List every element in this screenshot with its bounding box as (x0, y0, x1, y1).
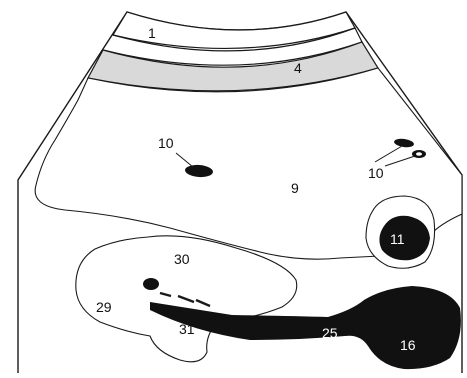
label-30: 30 (174, 251, 190, 267)
label-9: 9 (291, 180, 299, 196)
label-25: 25 (322, 325, 338, 341)
label-10-left: 10 (158, 135, 174, 151)
label-4: 4 (294, 60, 302, 76)
label-11: 11 (390, 231, 405, 247)
structure-10-right-lower-core (416, 152, 422, 156)
label-31: 31 (179, 321, 195, 337)
structure-30 (143, 278, 159, 290)
label-10-right: 10 (368, 165, 384, 181)
label-29: 29 (96, 299, 112, 315)
label-16: 16 (400, 337, 416, 353)
label-1: 1 (148, 25, 156, 41)
